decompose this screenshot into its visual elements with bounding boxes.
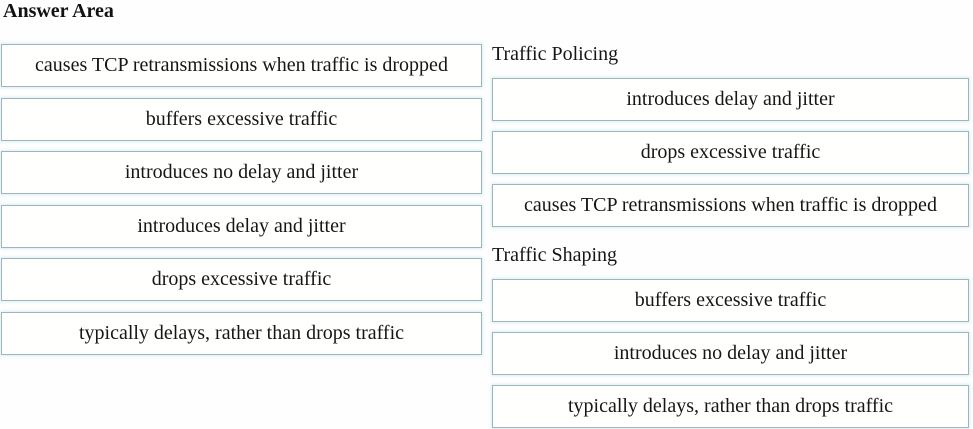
drop-target-box-shaping[interactable]: typically delays, rather than drops traf… — [492, 385, 969, 428]
drop-target-box-policing[interactable]: drops excessive traffic — [492, 131, 969, 174]
category-label-traffic-policing: Traffic Policing — [492, 43, 619, 65]
answer-area-title: Answer Area — [3, 0, 114, 22]
draggable-option-box[interactable]: typically delays, rather than drops traf… — [1, 312, 482, 355]
draggable-option-box[interactable]: introduces no delay and jitter — [1, 151, 482, 194]
drop-target-box-policing[interactable]: causes TCP retransmissions when traffic … — [492, 184, 969, 227]
draggable-option-box[interactable]: drops excessive traffic — [1, 258, 482, 301]
category-label-traffic-shaping: Traffic Shaping — [492, 244, 617, 266]
draggable-option-box[interactable]: buffers excessive traffic — [1, 98, 482, 141]
drop-target-box-shaping[interactable]: introduces no delay and jitter — [492, 332, 969, 375]
drop-target-box-policing[interactable]: introduces delay and jitter — [492, 78, 969, 121]
drop-target-box-shaping[interactable]: buffers excessive traffic — [492, 279, 969, 322]
draggable-option-box[interactable]: introduces delay and jitter — [1, 205, 482, 248]
draggable-option-box[interactable]: causes TCP retransmissions when traffic … — [1, 44, 482, 87]
